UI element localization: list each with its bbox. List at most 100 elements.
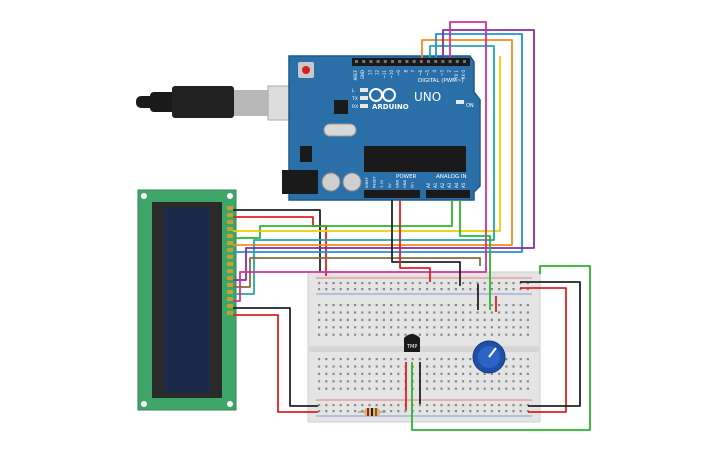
analog-pin-label: A1 [433, 182, 438, 188]
lcd-pin[interactable] [227, 234, 233, 238]
wire-red[interactable] [233, 314, 318, 413]
power-pin-label: 3.3V [380, 179, 384, 188]
header-pin-label: ~6 [418, 70, 423, 76]
lcd-screen [164, 208, 210, 392]
led-label: RX [352, 104, 358, 110]
power-pin-label: 5V [388, 183, 392, 188]
digital-label: DIGITAL (PWM~) [418, 78, 464, 84]
potentiometer[interactable] [472, 340, 506, 374]
analog-label: ANALOG IN [436, 174, 467, 180]
analog-pin-label: A4 [454, 182, 459, 188]
arduino-logo-icon [369, 88, 396, 102]
lcd-pin[interactable] [227, 276, 233, 280]
header-pin-label: 8 [403, 70, 408, 73]
wire-black[interactable] [520, 281, 581, 407]
lcd-pin[interactable] [227, 213, 233, 217]
status-led [360, 104, 368, 108]
header-pin-label: AREF [353, 69, 358, 80]
header-pin-label: ~3 [439, 70, 444, 76]
atmega-chip [364, 146, 466, 172]
wire-magenta[interactable] [233, 21, 487, 302]
led-label: TX [351, 96, 358, 102]
header-pin[interactable] [448, 60, 452, 63]
header-pin[interactable] [412, 60, 416, 63]
lcd-pin[interactable] [227, 304, 233, 308]
lcd-pin[interactable] [227, 255, 233, 259]
power-pin-label: GND [395, 180, 399, 188]
lcd-pin[interactable] [227, 283, 233, 287]
wire-red[interactable] [399, 200, 431, 282]
lcd-16x2-module[interactable] [137, 189, 237, 411]
wire-black[interactable] [391, 200, 461, 286]
temperature-sensor[interactable]: TMP [404, 334, 420, 352]
wire-red[interactable] [520, 287, 567, 413]
lcd-pin[interactable] [227, 290, 233, 294]
header-pin[interactable] [463, 60, 466, 63]
header-pin[interactable] [391, 60, 394, 63]
lcd-pin[interactable] [227, 311, 233, 315]
header-pin[interactable] [455, 60, 459, 63]
power-pin-label: GND [403, 180, 407, 188]
header-pin-label: ~5 [425, 70, 430, 76]
wire-brown[interactable] [233, 257, 481, 288]
capacitor-2 [342, 172, 362, 192]
header-pin[interactable] [427, 60, 430, 63]
lcd-pin[interactable] [227, 248, 233, 252]
wire-teal[interactable] [233, 45, 495, 295]
power-header [364, 190, 420, 198]
power-label: POWER [396, 174, 417, 180]
analog-pin-label: A5 [461, 182, 466, 188]
lcd-pin[interactable] [227, 206, 233, 210]
status-led [360, 96, 368, 100]
header-pin[interactable] [441, 60, 445, 63]
header-pin[interactable] [362, 60, 366, 63]
header-pin-label: ~9 [396, 70, 401, 76]
power-jack[interactable] [282, 170, 318, 194]
analog-pin-label: A2 [440, 182, 445, 188]
header-pin-label: TX 1 [454, 70, 459, 80]
lcd-pin[interactable] [227, 269, 233, 273]
power-pin-label: RESET [373, 176, 377, 188]
wires [233, 21, 591, 431]
analog-pin-label: A0 [426, 182, 431, 188]
wire-green[interactable] [233, 200, 453, 239]
lcd-pin[interactable] [227, 241, 233, 245]
analog-header [426, 190, 470, 198]
wire-orange[interactable] [233, 39, 513, 246]
wire-green[interactable] [459, 200, 491, 310]
power-pin-label: Vin [411, 182, 415, 188]
wire-black[interactable] [233, 307, 318, 407]
header-pin-label: 13 [367, 70, 372, 76]
header-pin[interactable] [434, 60, 438, 63]
wire-green[interactable] [411, 265, 591, 431]
header-pin[interactable] [405, 60, 409, 63]
header-pin[interactable] [419, 60, 423, 63]
header-pin[interactable] [398, 60, 402, 63]
header-pin[interactable] [369, 60, 373, 63]
digital-header [352, 58, 470, 66]
lcd-pin[interactable] [227, 220, 233, 224]
header-pin-label: ~11 [382, 70, 387, 79]
header-pin[interactable] [376, 60, 380, 63]
header-pin[interactable] [383, 60, 387, 63]
breadboard[interactable] [307, 271, 541, 423]
header-pin-label: RX 0 [461, 70, 466, 80]
model-label: UNO [414, 90, 441, 104]
sensor-label: TMP [406, 344, 417, 350]
analog-pin-label: A3 [447, 182, 452, 188]
lcd-pin[interactable] [227, 227, 233, 231]
header-pin[interactable] [355, 60, 358, 63]
lcd-pin[interactable] [227, 262, 233, 266]
wire-purple[interactable] [233, 29, 535, 281]
lcd-pin[interactable] [227, 297, 233, 301]
wire-blue[interactable] [233, 33, 523, 253]
regulator [300, 146, 312, 162]
led-label: L [352, 88, 355, 94]
header-pin-label: GND [360, 70, 365, 79]
header-pin-label: 12 [375, 70, 380, 76]
on-led-label: ON [466, 103, 474, 109]
capacitor-1 [321, 172, 341, 192]
wire-yellow[interactable] [233, 56, 501, 232]
